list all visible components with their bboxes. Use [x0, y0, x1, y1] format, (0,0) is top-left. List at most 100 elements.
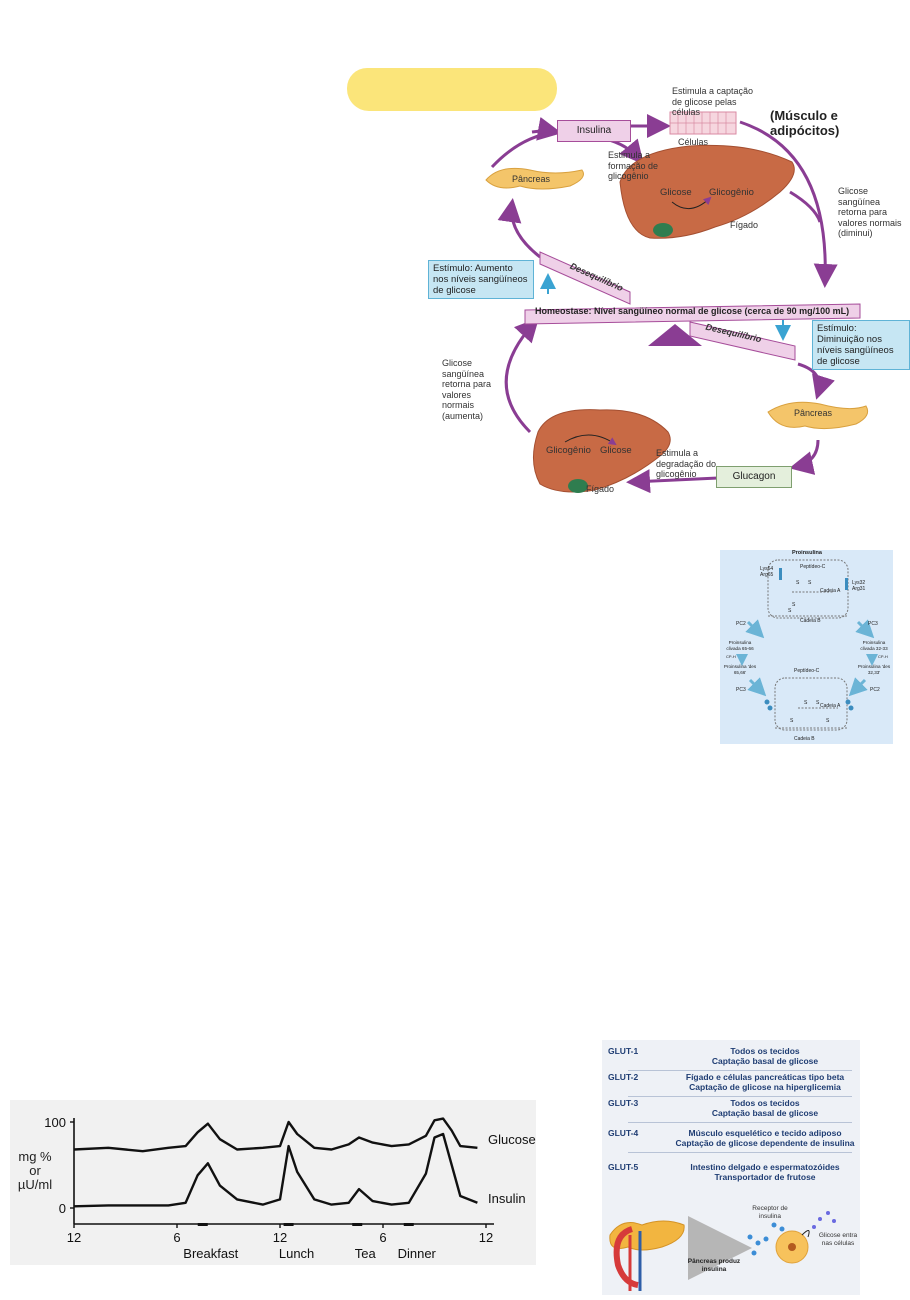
- lys64-marker: [779, 568, 782, 580]
- disulfide-s-label: S: [826, 718, 829, 724]
- liver-top-glicose: Glicose: [660, 188, 692, 199]
- glut-line1: Intestino delgado e espermatozóides: [670, 1162, 860, 1172]
- glut-divider: [628, 1070, 852, 1071]
- y-axis-label: mg % or µU/ml: [18, 1149, 52, 1192]
- glut-line1: Fígado e células pancreáticas tipo beta: [670, 1072, 860, 1082]
- proinsulin-title: Proinsulina: [792, 550, 822, 556]
- x-tick-label: 12: [479, 1230, 493, 1245]
- arrow-pancreas-insulina: [492, 132, 555, 167]
- glut-desc: Todos os tecidosCaptação basal de glicos…: [670, 1046, 860, 1066]
- series-label-insulin: Insulin: [488, 1191, 526, 1206]
- figado-bottom-label: Fígado: [586, 484, 614, 495]
- cph-left-label: CP-H: [726, 654, 736, 659]
- cadeia-a-label: Cadeia A: [820, 588, 840, 594]
- pc2-left-label: PC2: [736, 621, 746, 627]
- proinsulin-figure: Proinsulina Lys64 Arg65 Peptídeo-C Lys32…: [720, 550, 893, 744]
- glut-tag: GLUT-3: [608, 1098, 638, 1108]
- glut-line2: Captação basal de glicose: [670, 1108, 860, 1118]
- liver-bottom-glicose: Glicose: [600, 446, 632, 457]
- pc3-right-label: PC3: [868, 621, 878, 627]
- retorna-aumenta: Glicose sangüínea retorna para valores n…: [442, 358, 502, 421]
- disulfide-s-label: S: [788, 608, 791, 614]
- glut-tag: GLUT-2: [608, 1072, 638, 1082]
- liver-top-glicogenio: Glicogênio: [709, 188, 754, 199]
- estimulo-diminuicao-box: Estímulo: Diminuição nos níveis sangüíne…: [812, 320, 910, 370]
- glut-line2: Transportador de frutose: [670, 1172, 860, 1182]
- glut-divider: [628, 1152, 852, 1153]
- glut-tag: GLUT-1: [608, 1046, 638, 1056]
- series-label-glucose: Glucose: [488, 1132, 536, 1147]
- y-label: mg % or µU/ml: [14, 1150, 56, 1192]
- glut-line1: Músculo esquelético e tecido adiposo: [670, 1128, 860, 1138]
- clivada-left-label: Proinsulina clivada 65-66: [722, 640, 758, 651]
- meal-marker: [352, 1223, 362, 1226]
- cadeia-b-label: Cadeia B: [800, 618, 821, 624]
- glicogenio-note: Estimula a formação de glicogênio: [608, 150, 672, 182]
- x-tick-label: 12: [273, 1230, 287, 1245]
- meal-label: Dinner: [398, 1246, 437, 1261]
- celulas-note: Estimula a captação de glicose pelas cél…: [672, 86, 764, 118]
- insulina-box: Insulina: [557, 120, 631, 142]
- cadeia-b-2-label: Cadeia B: [794, 736, 815, 742]
- x-tick-label: 6: [379, 1230, 386, 1245]
- meal-marker: [198, 1223, 208, 1226]
- figado-top-label: Fígado: [730, 220, 758, 231]
- glucose-homeostasis-figure: (Músculo e adipócitos) Estimula a captaç…: [420, 82, 910, 502]
- receptor-label: Receptor de insulina: [742, 1205, 798, 1221]
- glut-line1: Todos os tecidos: [670, 1098, 860, 1108]
- pancreas-bottom-label: Pâncreas: [794, 408, 832, 419]
- glut-line2: Captação de glicose na hiperglicemia: [670, 1082, 860, 1092]
- glut-line2: Captação de glicose dependente de insuli…: [670, 1138, 860, 1148]
- peptideo-c-label: Peptídeo-C: [800, 564, 825, 570]
- arrow-up-pancreas: [512, 204, 540, 257]
- degradacao-note: Estimula a degradação do glicogênio: [656, 448, 718, 480]
- series-line-insulin: [74, 1134, 477, 1206]
- x-tick-label: 12: [67, 1230, 81, 1245]
- gallbladder-top-icon: [653, 223, 673, 237]
- des-right-label: Proinsulina 'des 32,33': [856, 664, 892, 675]
- y-tick-label: 0: [59, 1201, 66, 1216]
- pc3-left-label: PC3: [736, 687, 746, 693]
- lys32-marker: [845, 578, 848, 590]
- celulas-label: Células: [678, 137, 708, 148]
- glut-divider: [628, 1096, 852, 1097]
- y-tick-label: 100: [44, 1115, 66, 1130]
- glut-tag: GLUT-4: [608, 1128, 638, 1138]
- homeostase-label: Homeostase: Nível sangüíneo normal de gl…: [535, 306, 849, 316]
- glut-table: GLUT-1Todos os tecidosCaptação basal de …: [602, 1040, 860, 1295]
- pancreas-produz-label: Pâncreas produz insulina: [686, 1258, 742, 1274]
- disulfide-s-label: S: [816, 700, 819, 706]
- glucagon-box: Glucagon: [716, 466, 792, 488]
- disulfide-s-label: S: [804, 700, 807, 706]
- glut-line1: Todos os tecidos: [670, 1046, 860, 1056]
- glicose-entra-label: Glicose entra nas células: [816, 1232, 860, 1248]
- meal-marker: [404, 1223, 414, 1226]
- meal-label: Lunch: [279, 1246, 314, 1261]
- arg65-label: Arg65: [760, 572, 773, 578]
- arg31-label: Arg31: [852, 586, 865, 592]
- liver-bottom-glicogenio: Glicogênio: [546, 446, 591, 457]
- meal-marker: [284, 1223, 294, 1226]
- cph-right-label: CP-H: [878, 654, 888, 659]
- glut-line2: Captação basal de glicose: [670, 1056, 860, 1066]
- meal-label: Breakfast: [183, 1246, 238, 1261]
- meal-label: Tea: [355, 1246, 377, 1261]
- disulfide-s-label: S: [796, 580, 799, 586]
- pc2-right-label: PC2: [870, 687, 880, 693]
- series-line-glucose: [74, 1119, 477, 1152]
- disulfide-s-label: S: [790, 718, 793, 724]
- peptideo-c-2-label: Peptídeo-C: [794, 668, 819, 674]
- gallbladder-bottom-icon: [568, 479, 588, 493]
- arrow-up-left: [506, 322, 535, 432]
- pancreas-top-label: Pâncreas: [512, 174, 550, 185]
- glut-divider: [628, 1122, 852, 1123]
- arrow-pc2: [748, 622, 760, 634]
- retorna-diminui: Glicose sangüínea retorna para valores n…: [838, 186, 906, 239]
- clivada-right-label: Proinsulina clivada 32-33: [856, 640, 892, 651]
- des-left-label: Proinsulina 'des 65,66': [722, 664, 758, 675]
- disulfide-s-label: S: [792, 602, 795, 608]
